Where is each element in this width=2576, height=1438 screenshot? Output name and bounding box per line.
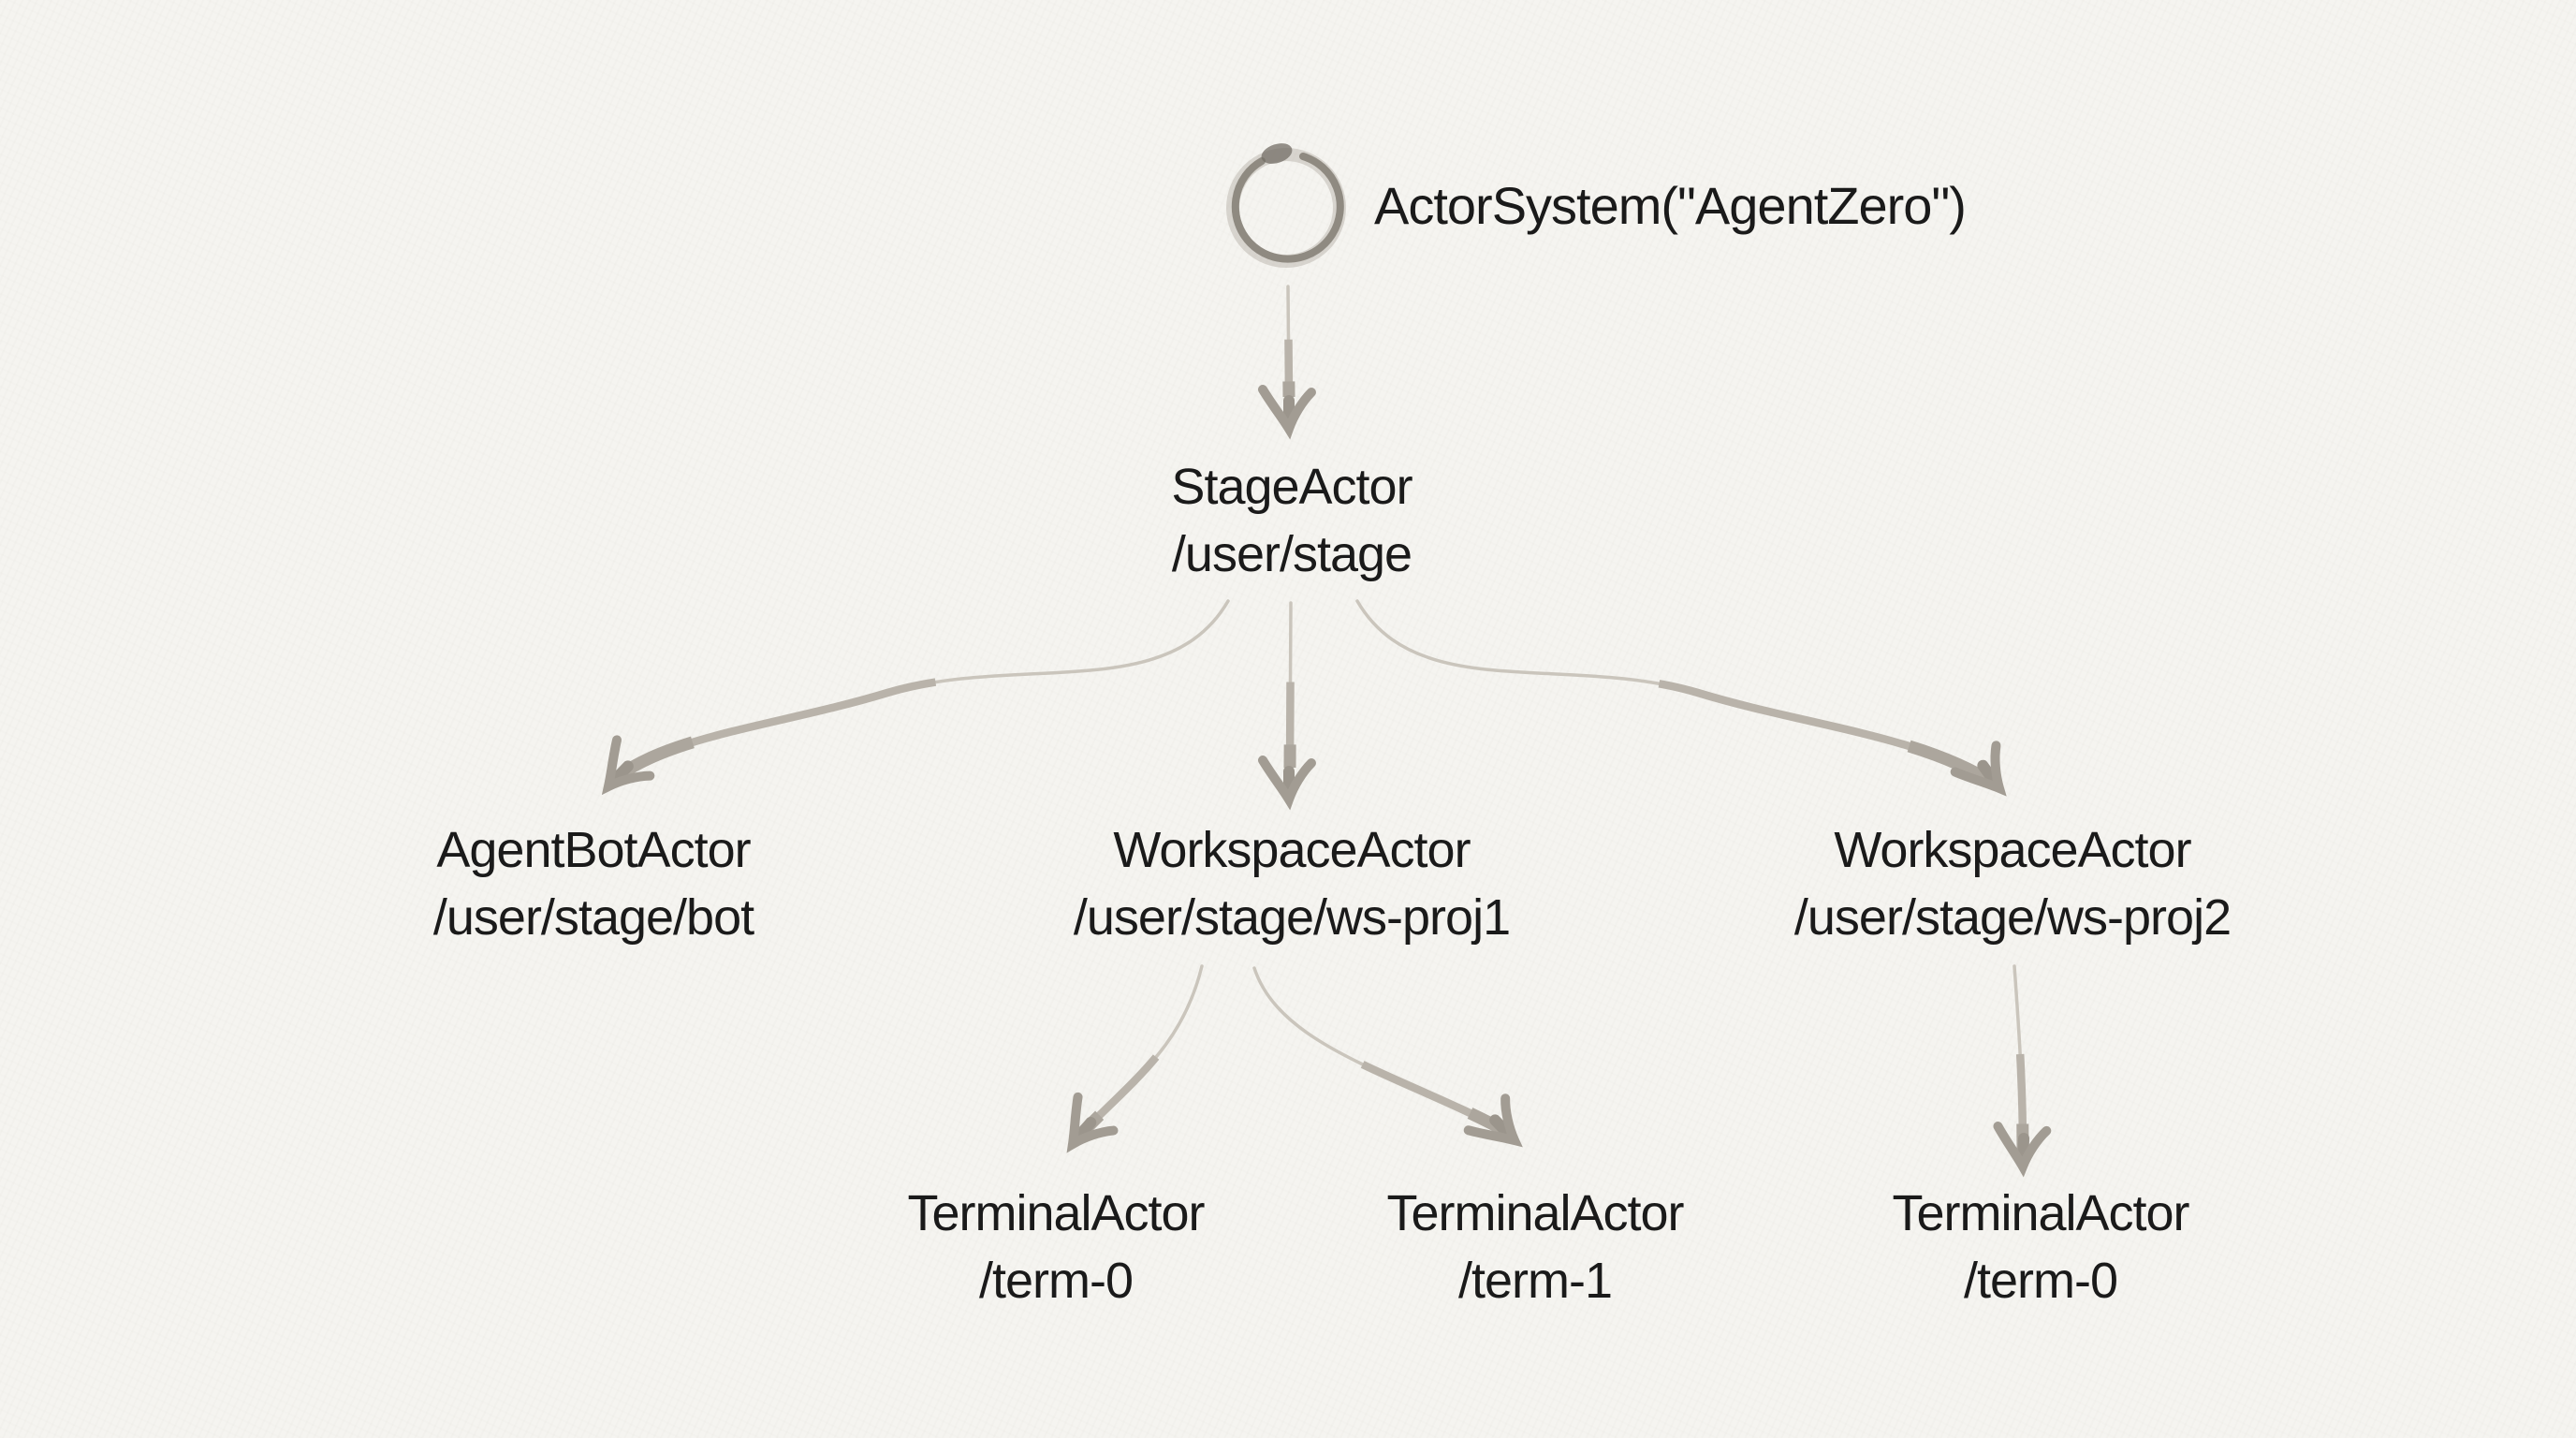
actor-class-label: TerminalActor <box>1892 1185 2189 1241</box>
edge-stroke <box>1248 965 1513 1138</box>
actor-path-label: /term-1 <box>1457 1253 1613 1309</box>
actor-class-label: TerminalActor <box>907 1185 1205 1241</box>
arrowhead-barbs <box>1993 1122 2052 1178</box>
edge-ws-proj2-terminalactor-term-0 <box>1993 964 2052 1178</box>
node-stageactor: StageActor /user/stage <box>1171 453 1412 588</box>
arrowhead-icon <box>1066 1092 1119 1153</box>
edge-stroke <box>607 598 1232 786</box>
edge-stroke <box>1283 286 1294 398</box>
edge-stageactor-agentbotactor <box>601 597 1234 796</box>
node-terminalactor-ws2-term-0: TerminalActor /term-0 <box>1892 1180 2189 1314</box>
actor-class-label: WorkspaceActor <box>1834 822 2191 878</box>
edge-stageactor-workspaceactor-ws-proj1 <box>1258 601 1316 811</box>
ring-pen-start-blob <box>1261 143 1293 164</box>
edge-actorsystem-stageactor <box>1258 285 1316 440</box>
actor-system-title: ActorSystem("AgentZero") <box>1374 175 1967 235</box>
edge-stroke <box>1354 598 1998 788</box>
node-agentbotactor: AgentBotActor /user/stage/bot <box>433 816 754 951</box>
arrowhead-barbs <box>1463 1093 1523 1148</box>
edge-stroke <box>1075 964 1207 1139</box>
arrowhead-barbs <box>1258 756 1316 811</box>
edge-stroke <box>1355 599 1998 786</box>
arrowhead-icon <box>1258 756 1316 811</box>
actor-path-label: /user/stage <box>1171 526 1412 582</box>
ring-stroke <box>1231 153 1344 263</box>
actor-path-label: /term-0 <box>978 1253 1134 1309</box>
edge-stroke <box>608 599 1230 785</box>
actor-class-label: AgentBotActor <box>436 822 751 878</box>
node-workspaceactor-ws-proj2: WorkspaceActor /user/stage/ws-proj2 <box>1793 816 2232 951</box>
edge-ws-proj1-terminalactor-term-1 <box>1248 965 1523 1148</box>
edge-stroke <box>1352 597 1999 790</box>
actor-path-label: /user/stage/ws-proj1 <box>1073 889 1511 946</box>
arrowhead-icon <box>1463 1093 1523 1148</box>
node-workspaceactor-ws-proj1: WorkspaceActor /user/stage/ws-proj1 <box>1073 816 1511 951</box>
node-terminalactor-ws1-term-0: TerminalActor /term-0 <box>907 1180 1205 1314</box>
edge-stroke <box>2008 965 2029 1151</box>
node-terminalactor-ws1-term-1: TerminalActor /term-1 <box>1386 1180 1684 1314</box>
arrowhead-icon <box>1258 385 1316 440</box>
actor-system-ring-icon <box>1226 143 1346 268</box>
edge-stroke <box>1074 964 1208 1141</box>
edge-ws-proj1-terminalactor-term-0 <box>1066 964 1208 1153</box>
edge-stroke <box>1285 602 1295 769</box>
arrowhead-icon <box>601 735 655 796</box>
arrowhead-barbs <box>1258 385 1316 440</box>
actor-path-label: /term-0 <box>1963 1253 2118 1309</box>
arrowhead-barbs <box>601 735 655 796</box>
edge-stroke <box>606 597 1234 787</box>
actor-class-label: StageActor <box>1171 459 1412 515</box>
actor-class-label: WorkspaceActor <box>1113 822 1471 878</box>
edge-stroke <box>1252 966 1511 1135</box>
edge-stroke <box>1076 964 1204 1138</box>
arrowhead-icon <box>1993 1122 2052 1178</box>
edge-stroke <box>1250 966 1512 1137</box>
arrowhead-barbs <box>1950 741 2007 797</box>
actor-class-label: TerminalActor <box>1386 1185 1684 1241</box>
arrowhead-icon <box>1950 741 2007 797</box>
edge-stageactor-workspaceactor-ws-proj2 <box>1352 597 2007 797</box>
actor-path-label: /user/stage/ws-proj2 <box>1793 889 2232 946</box>
arrowhead-barbs <box>1066 1092 1119 1153</box>
actor-path-label: /user/stage/bot <box>432 889 754 946</box>
